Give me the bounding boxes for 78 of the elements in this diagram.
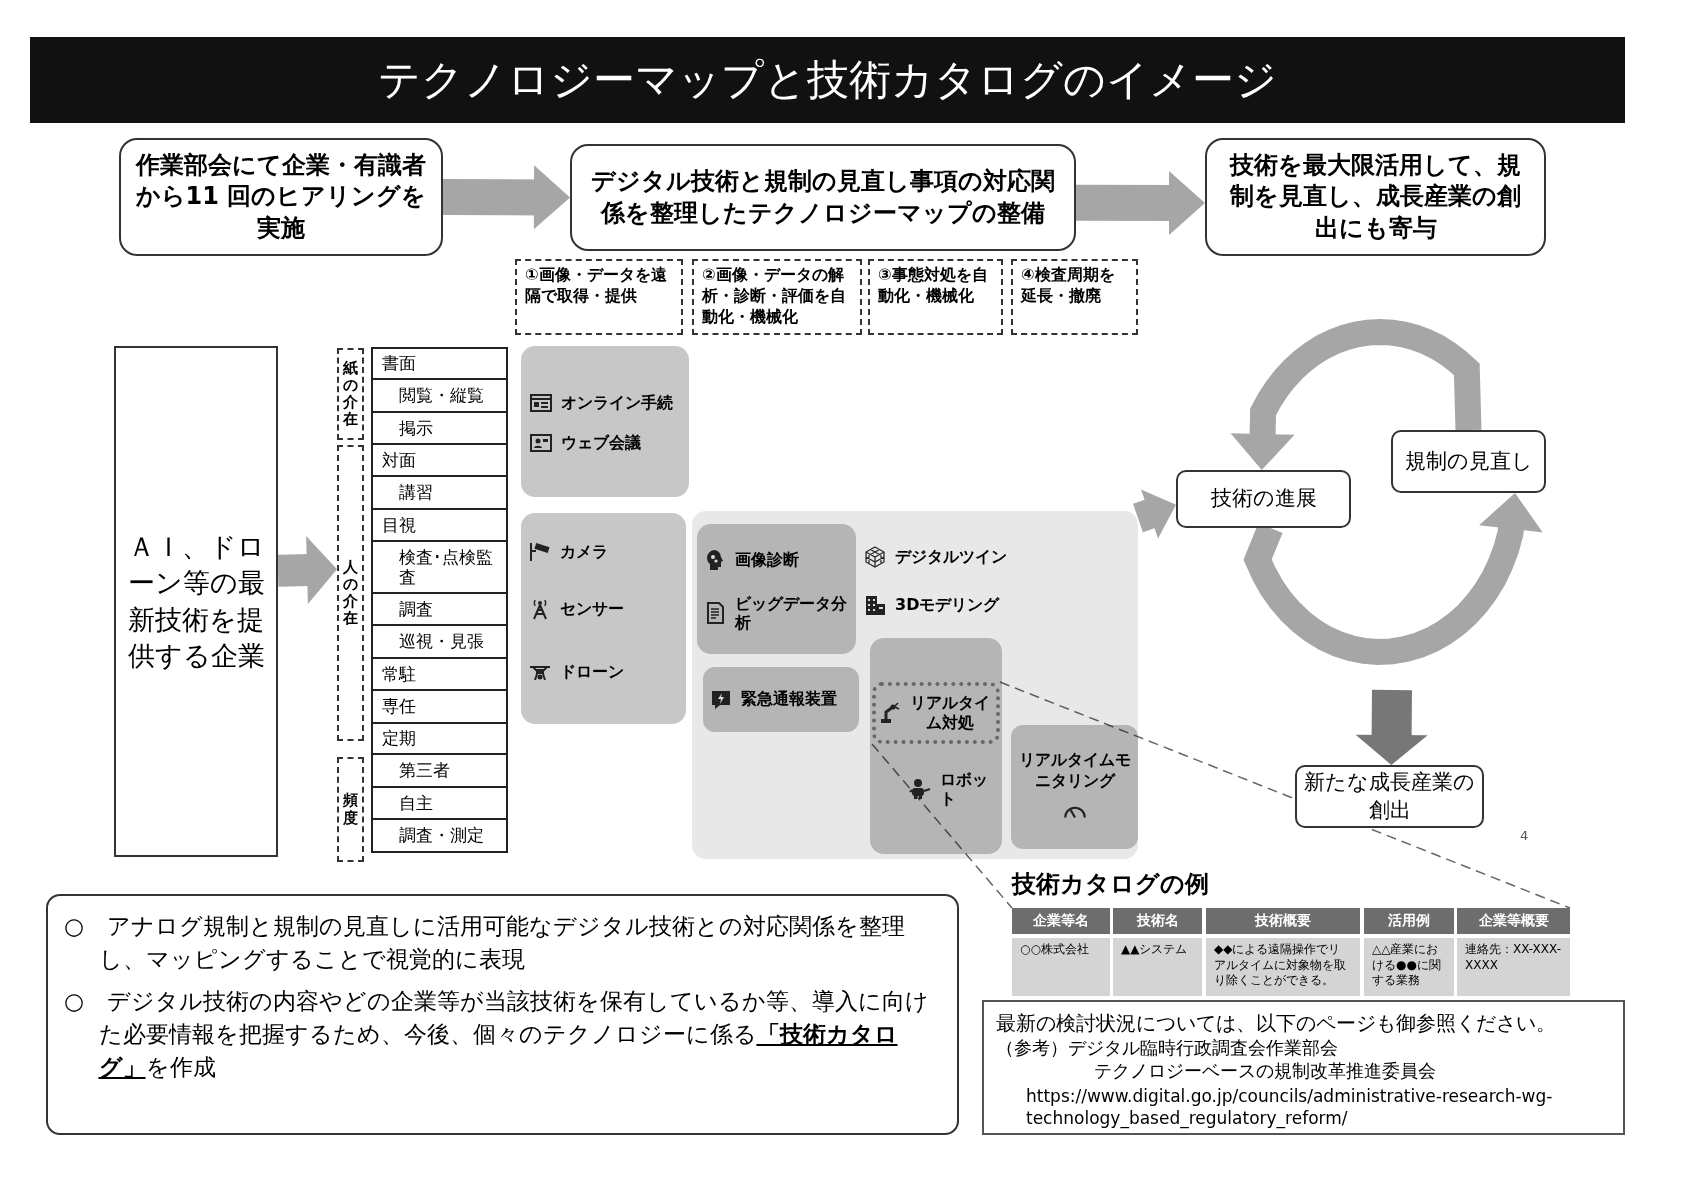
highlight-frame [872,682,1000,744]
step-box: 作業部会にて企業・有識者から11 回のヒアリングを実施 [119,138,443,256]
summary-box [46,894,959,1135]
catalog-entry: ▲▲システム [1113,938,1202,996]
tech-name: 画像診断 [735,550,799,570]
block-arrow [442,165,570,230]
company-box: ＡＩ、ドローン等の最新技術を提供する企業 [114,346,278,857]
tech-panel [703,667,859,732]
tech-name: リアルタイム対処 [909,693,991,733]
column-heading: 企業等概要 [1457,908,1570,934]
column-heading: 技術概要 [1206,908,1360,934]
tech-name: ドローン [560,662,624,682]
block-arrow [277,536,337,605]
group-bracket: 頻度 [337,757,364,862]
category-box: ③事態対処を自動化・機械化 [868,259,1003,335]
regulation-row: 自主 [371,786,508,820]
catalog-entry: 連絡先：XX-XXX-XXXX [1457,938,1570,996]
tech-name: カメラ [560,542,608,562]
reference-text: （参考）デジタル臨時行政調査会作業部会 [996,1036,1339,1060]
stage-box: 新たな成長産業の創出 [1295,765,1484,828]
tech-panel [521,346,689,497]
group-bracket: 紙の介在 [337,348,364,440]
catalog-entry: ◆◆による遠隔操作でリアルタイムに対象物を取り除くことができる。 [1206,938,1360,996]
reference-text: 最新の検討状況については、以下のページも御参照ください。 [996,1010,1557,1036]
regulation-row: 専任 [371,689,508,724]
block-arrow [1355,689,1428,765]
tech-panel [697,524,856,654]
tech-area [692,511,1138,859]
reference-text: テクノロジーベースの規制改革推進委員会 [1093,1059,1437,1083]
block-arrow [1243,493,1543,666]
regulation-row: 常駐 [371,657,508,691]
tech-name: ビッグデータ分析 [735,593,848,633]
group-bracket: 人の介在 [337,445,364,741]
tech-panel [870,638,1002,854]
leader-line [871,743,1013,909]
catalog-heading: 技術カタログの例 [1012,869,1209,900]
regulation-row: 定期 [371,722,508,755]
regulation-row: 書面 [371,347,508,380]
catalog-entry: ○○株式会社 [1012,938,1110,996]
regulation-row: 第三者 [371,753,508,788]
category-box: ②画像・データの解析・診断・評価を自動化・機械化 [692,259,862,335]
title-bar: テクノロジーマップと技術カタログのイメージ [30,37,1625,123]
tech-panel [1011,725,1138,849]
tech-name: オンライン手続 [561,393,673,413]
step-box: 技術を最大限活用して、規制を見直し、成長産業の創出にも寄与 [1205,138,1546,256]
step-box: デジタル技術と規制の見直し事項の対応関係を整理したテクノロジーマップの整備 [570,144,1076,251]
stage-box: 技術の進展 [1176,470,1351,528]
block-arrow [1076,170,1205,235]
block-arrow [1133,489,1176,539]
regulation-row: 巡視・見張 [371,624,508,659]
summary-paragraph: ○ アナログ規制と規制の見直しに活用可能なデジタル技術との対応関係を整理し、マッピングすることで視覚的に表現 [64,912,907,974]
regulation-row: 掲示 [371,411,508,445]
regulation-row: 対面 [371,443,508,477]
reference-box [982,1000,1625,1135]
page-number: 4 [1520,828,1529,843]
summary-paragraph: ○ デジタル技術の内容やどの企業等が当該技術を保有しているか等、導入に向けた必要情報を把握するため、今後、個々のテクノロジーに係る「技術カタログ」を作成 [64,987,931,1082]
regulation-row: 検査･点検監査 [371,540,508,594]
regulation-row: 目視 [371,508,508,542]
column-heading: 企業等名 [1012,908,1110,934]
category-box: ④検査周期を延長・撤廃 [1011,259,1138,335]
tech-name: デジタルツイン [895,547,1007,567]
reference-text: https://www.digital.go.jp/councils/administrative-research-wg-technology_based_regulatory_reform/ [1025,1084,1554,1129]
stage-box: 規制の見直し [1391,430,1546,493]
regulation-row: 閲覧・縦覧 [371,378,508,413]
column-heading: 活用例 [1364,908,1454,934]
tech-name: ウェブ会議 [561,433,641,453]
tech-name: ロボット [940,769,989,809]
tech-name: センサー [560,599,624,619]
regulation-row: 講習 [371,475,508,510]
tech-panel [521,513,686,724]
regulation-row: 調査・測定 [371,818,508,853]
column-heading: 技術名 [1113,908,1202,934]
tech-name: 3Dモデリング [895,595,1000,615]
tech-name: 緊急通報装置 [741,689,837,710]
category-box: ①画像・データを遠隔で取得・提供 [515,259,683,335]
regulation-row: 調査 [371,592,508,626]
catalog-entry: △△産業における●●に関する業務 [1364,938,1454,996]
tech-name: リアルタイムモニタリング [1017,750,1132,792]
